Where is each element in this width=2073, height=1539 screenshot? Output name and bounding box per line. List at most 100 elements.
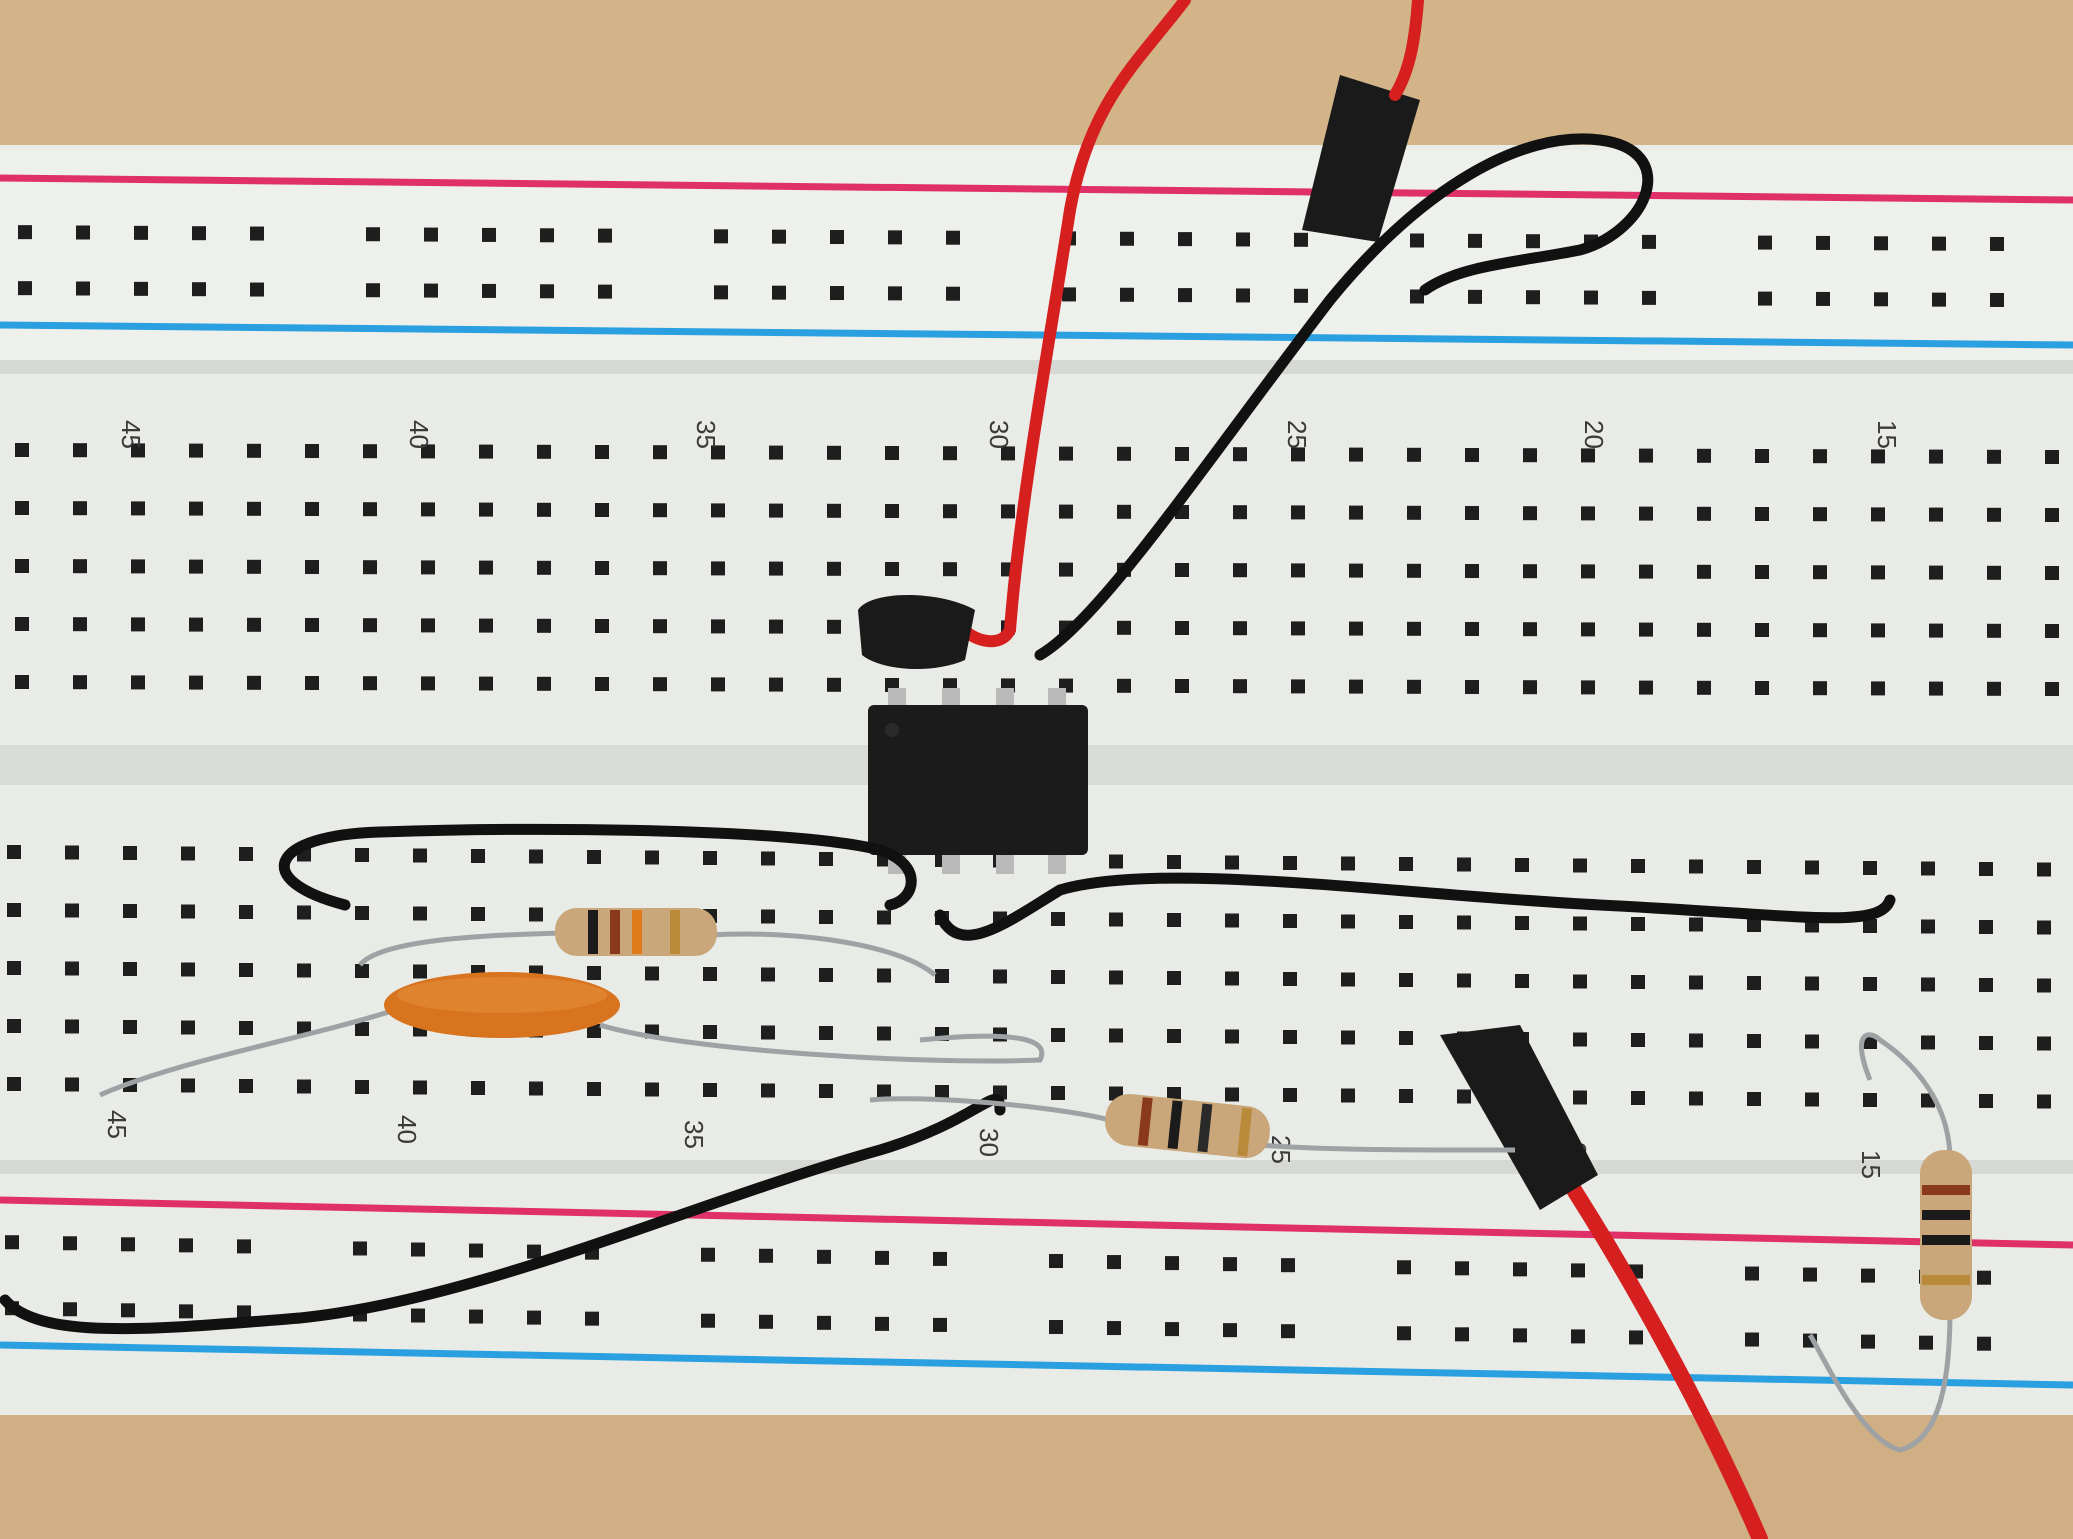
breadboard-hole <box>1863 919 1877 933</box>
breadboard-hole <box>65 1077 79 1092</box>
top-label-25: 25 <box>1282 420 1312 449</box>
breadboard-hole <box>179 1238 193 1253</box>
breadboard-hole <box>1573 858 1587 873</box>
breadboard-hole <box>598 284 612 299</box>
breadboard-hole <box>1167 1087 1181 1101</box>
breadboard-hole <box>1283 1030 1297 1044</box>
breadboard-hole <box>537 676 551 691</box>
breadboard-hole <box>827 619 841 634</box>
breadboard-hole <box>2045 450 2059 464</box>
breadboard-hole <box>239 1021 253 1035</box>
breadboard-hole <box>2037 1036 2051 1051</box>
breadboard-hole <box>761 1025 775 1040</box>
bottom-black-connector <box>1440 1025 1598 1210</box>
breadboard-hole <box>1697 448 1711 463</box>
breadboard-hole <box>769 503 783 518</box>
breadboard-hole <box>366 283 380 298</box>
top-label-30: 30 <box>984 420 1014 449</box>
breadboard-hole <box>537 618 551 633</box>
breadboard-hole <box>711 445 725 460</box>
breadboard-hole <box>239 847 253 861</box>
breadboard-hole <box>653 561 667 576</box>
breadboard-hole <box>1747 1092 1761 1106</box>
breadboard-hole <box>595 503 609 517</box>
breadboard-hole <box>1283 914 1297 928</box>
breadboard-hole <box>1515 974 1529 988</box>
breadboard-hole <box>247 617 261 632</box>
breadboard-hole <box>1175 447 1189 461</box>
breadboard-hole <box>529 849 543 864</box>
breadboard-hole <box>1001 446 1015 461</box>
resistor-2 <box>1105 1093 1270 1159</box>
breadboard-hole <box>1457 915 1471 930</box>
breadboard-hole <box>181 962 195 977</box>
breadboard-hole <box>1639 680 1653 695</box>
breadboard-hole <box>1410 233 1424 248</box>
breadboard-hole <box>1987 623 2001 638</box>
breadboard-hole <box>1979 1036 1993 1050</box>
breadboard-hole <box>1167 855 1181 869</box>
breadboard-hole <box>1921 977 1935 992</box>
breadboard-hole <box>595 677 609 691</box>
breadboard-hole <box>1468 289 1482 304</box>
breadboard-hole <box>595 561 609 575</box>
ceramic-disc-capacitor <box>384 972 620 1038</box>
breadboard-hole <box>1465 448 1479 462</box>
breadboard-hole <box>7 961 21 975</box>
breadboard-hole <box>1399 857 1413 871</box>
breadboard-hole <box>1175 563 1189 577</box>
breadboard-hole <box>653 445 667 460</box>
breadboard-hole <box>181 1020 195 1035</box>
breadboard-hole <box>769 677 783 692</box>
breadboard-hole <box>933 1251 947 1266</box>
breadboard-hole <box>1871 507 1885 522</box>
breadboard-hole <box>1513 1262 1527 1277</box>
breadboard-hole <box>1120 231 1134 246</box>
breadboard-hole <box>1283 1088 1297 1102</box>
breadboard-holes <box>5 225 2059 1351</box>
breadboard-hole <box>181 846 195 861</box>
breadboard-hole <box>1755 681 1769 695</box>
breadboard-hole <box>1117 504 1131 519</box>
breadboard-hole <box>1921 861 1935 876</box>
breadboard-hole <box>1805 976 1819 991</box>
top-label-40: 40 <box>404 420 434 449</box>
breadboard-hole <box>305 618 319 632</box>
breadboard-hole <box>1407 679 1421 694</box>
breadboard-hole <box>1051 1028 1065 1042</box>
breadboard-hole <box>189 617 203 632</box>
breadboard-hole <box>1399 973 1413 987</box>
breadboard-hole <box>1291 563 1305 578</box>
breadboard-hole <box>1929 623 1943 638</box>
breadboard-hole <box>1407 447 1421 462</box>
breadboard-hole <box>411 1308 425 1323</box>
breadboard-hole <box>355 1022 369 1036</box>
breadboard-hole <box>1407 563 1421 578</box>
breadboard-hole <box>1689 859 1703 874</box>
breadboard-hole <box>1233 621 1247 636</box>
breadboard-hole <box>1465 506 1479 520</box>
breadboard-hole <box>18 225 32 240</box>
breadboard-hole <box>189 675 203 690</box>
breadboard-hole <box>479 502 493 517</box>
breadboard-hole <box>1977 1336 1991 1351</box>
breadboard-hole <box>1639 506 1653 521</box>
breadboard-hole <box>73 617 87 632</box>
breadboard-hole <box>1107 1255 1121 1270</box>
breadboard-hole <box>529 907 543 922</box>
breadboard-hole <box>1109 912 1123 927</box>
breadboard-hole <box>1573 916 1587 931</box>
breadboard-hole <box>769 445 783 460</box>
breadboard-hole <box>645 1082 659 1097</box>
breadboard-hole <box>421 560 435 575</box>
breadboard-hole <box>1233 505 1247 520</box>
breadboard-hole <box>595 619 609 633</box>
breadboard-hole <box>1987 681 2001 696</box>
breadboard-hole <box>1291 447 1305 462</box>
breadboard-hole <box>76 281 90 296</box>
breadboard-hole <box>943 504 957 519</box>
breadboard-hole <box>239 1079 253 1093</box>
breadboard-hole <box>1863 1035 1877 1049</box>
breadboard-hole <box>363 444 377 459</box>
breadboard-hole <box>1929 565 1943 580</box>
